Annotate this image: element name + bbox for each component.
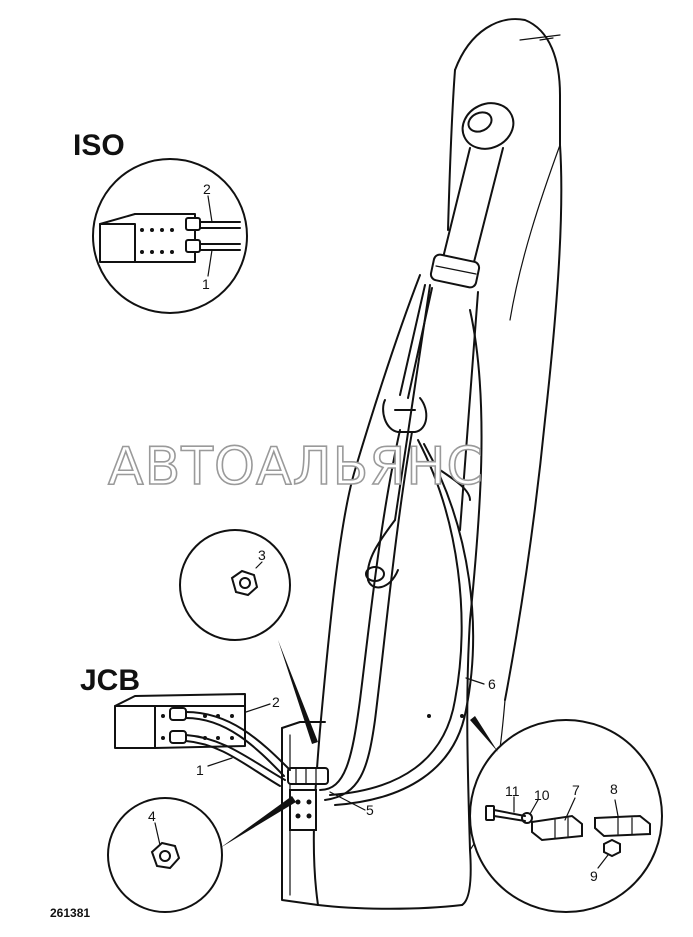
jcb-heading: JCB xyxy=(80,664,140,697)
jcb-valve-block xyxy=(114,693,291,787)
callout-11: 11 xyxy=(505,783,520,799)
callout-iso-2: 2 xyxy=(203,181,211,197)
callout-9: 9 xyxy=(590,868,598,884)
detail-3 xyxy=(179,529,318,744)
iso-detail xyxy=(92,158,248,314)
detail-clamp xyxy=(469,716,663,913)
callout-iso-1: 1 xyxy=(202,276,210,292)
leader-5 xyxy=(329,791,366,811)
leader-6 xyxy=(465,677,485,685)
callout-3: 3 xyxy=(258,547,266,563)
drawing-reference: 261381 xyxy=(50,906,90,920)
watermark: АВТОАЛЬЯНС xyxy=(108,437,484,497)
callout-jcb-1: 1 xyxy=(196,762,204,778)
mounting-block xyxy=(281,721,329,906)
hydraulic-hoses xyxy=(319,284,475,806)
callout-5: 5 xyxy=(366,802,374,818)
callout-jcb-2: 2 xyxy=(272,694,280,710)
callout-4: 4 xyxy=(148,808,156,824)
callout-10: 10 xyxy=(534,787,550,803)
hydraulic-ram xyxy=(365,102,515,589)
callout-6: 6 xyxy=(488,676,496,692)
iso-heading: ISO xyxy=(73,129,125,162)
callout-7: 7 xyxy=(572,782,580,798)
detail-4 xyxy=(107,796,296,913)
callout-8: 8 xyxy=(610,781,618,797)
